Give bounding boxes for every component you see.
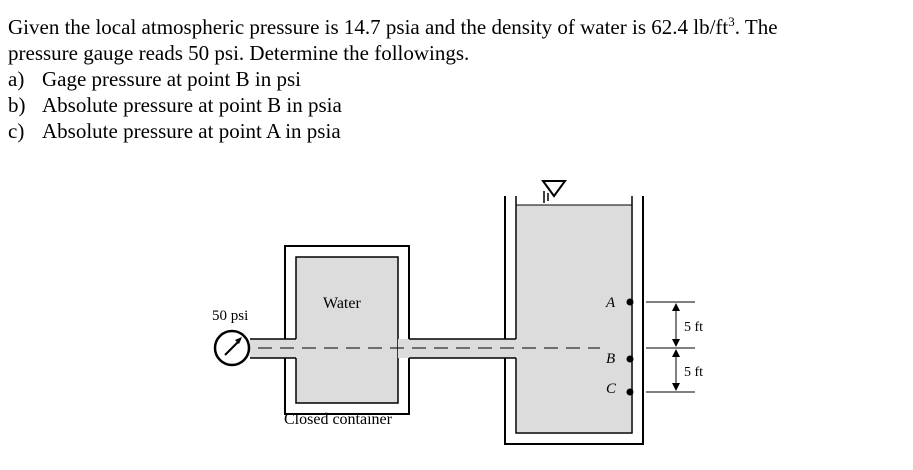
gauge-pipe xyxy=(250,338,297,359)
dimension-lines xyxy=(646,301,695,393)
point-a-marker xyxy=(626,298,634,306)
dimension-lower-label: 5 ft xyxy=(684,365,703,380)
problem-intro: Given the local atmospheric pressure is … xyxy=(8,14,778,65)
container-caption: Closed container xyxy=(284,411,393,428)
point-c-marker xyxy=(626,388,634,396)
point-b-marker xyxy=(626,355,634,363)
point-a-label: A xyxy=(605,295,616,311)
dimension-upper-label: 5 ft xyxy=(684,320,703,335)
point-b-label: B xyxy=(606,351,615,367)
container-fluid-label: Water xyxy=(323,295,361,312)
pressure-gauge xyxy=(213,329,251,367)
point-c-label: C xyxy=(606,381,617,397)
closed-container xyxy=(284,245,410,415)
problem-statement: Given the local atmospheric pressure is … xyxy=(8,14,908,144)
question-a: a)Gage pressure at point B in psi xyxy=(8,67,301,91)
gauge-reading-label: 50 psi xyxy=(212,308,248,324)
open-tank xyxy=(504,196,644,445)
free-surface-icon xyxy=(541,180,567,203)
question-b: b)Absolute pressure at point B in psia xyxy=(8,93,342,117)
question-c: c)Absolute pressure at point A in psia xyxy=(8,119,341,143)
